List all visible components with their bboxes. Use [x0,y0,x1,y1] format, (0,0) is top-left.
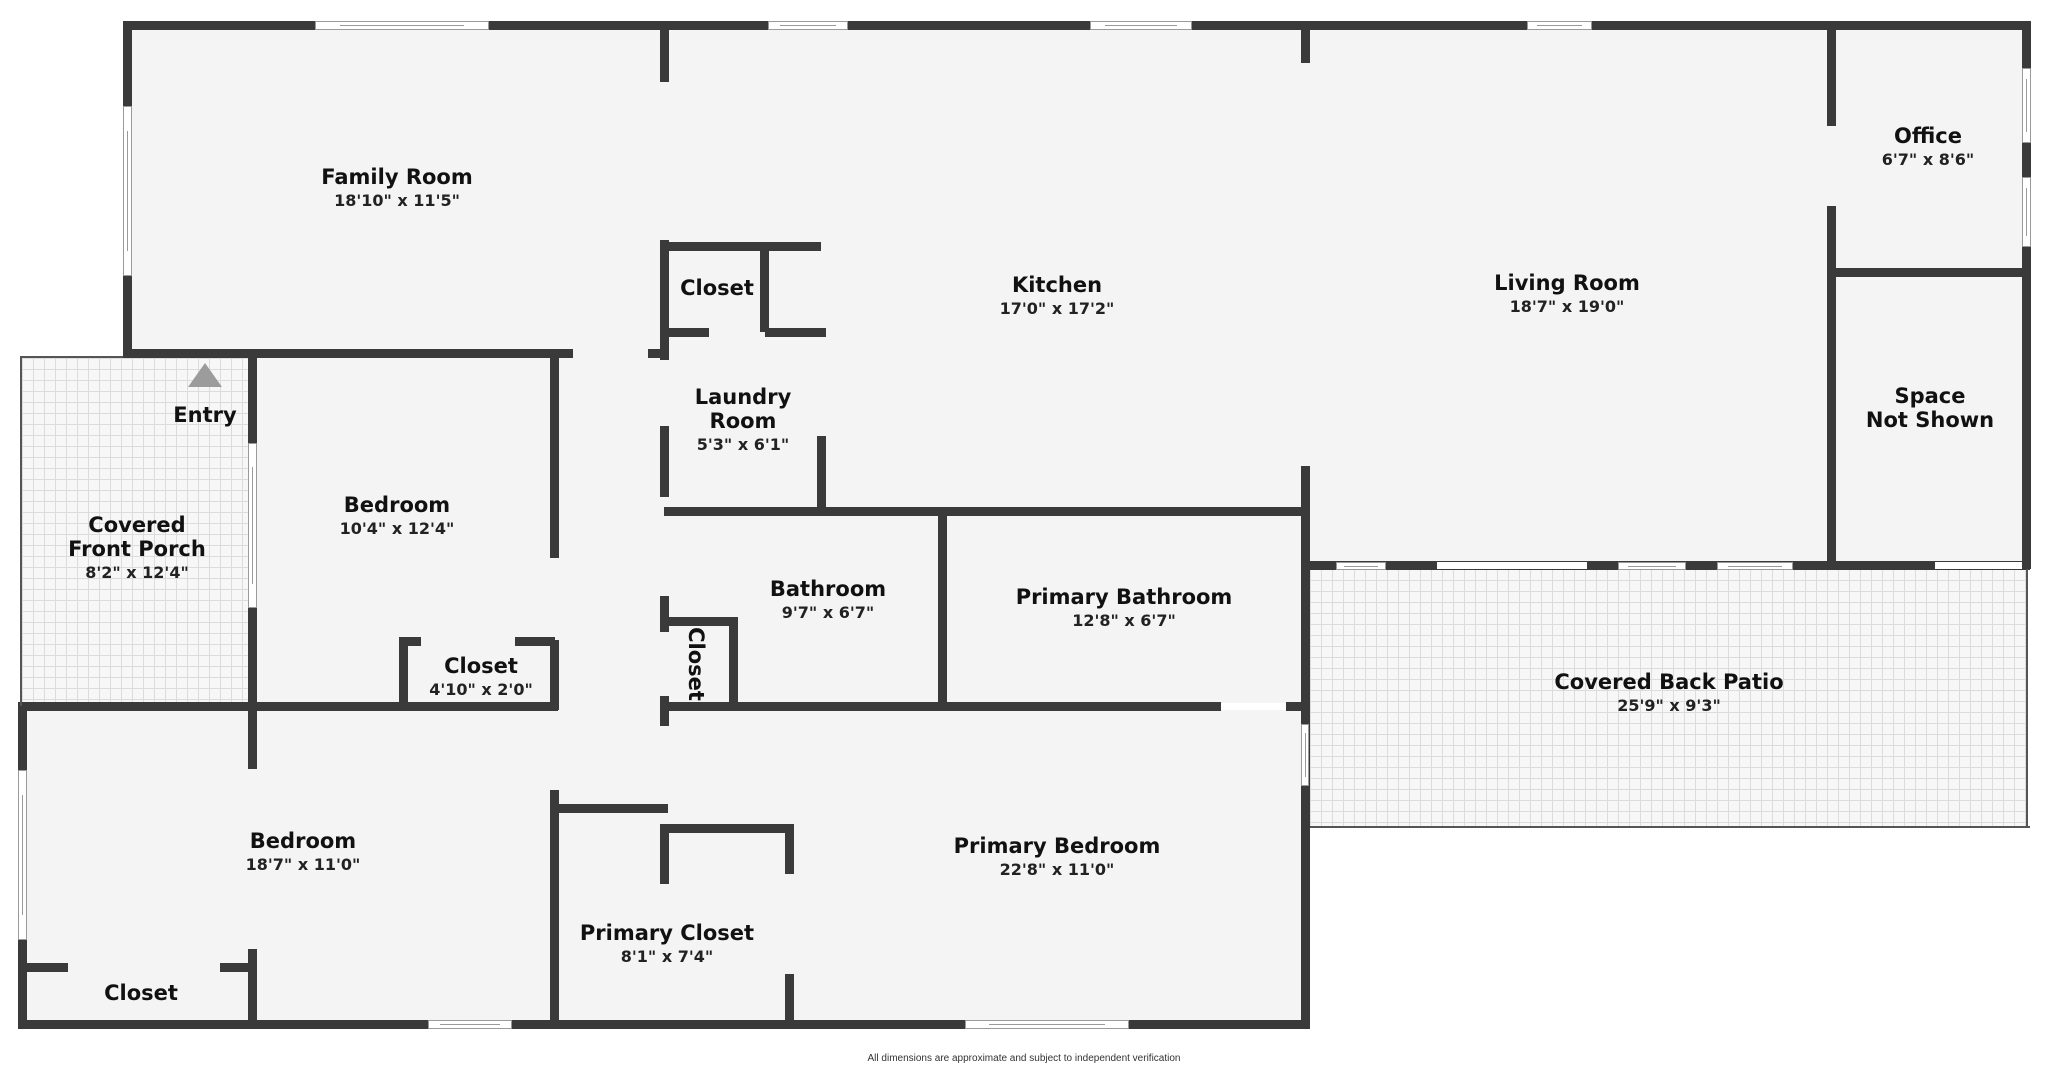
room-kitchen: Kitchen 17'0" x 17'2" [999,273,1115,319]
wall [660,824,669,884]
room-primary-bathroom: Primary Bathroom 12'8" x 6'7" [1015,585,1233,631]
wall [550,640,559,710]
disclaimer: All dimensions are approximate and subje… [867,1053,1181,1064]
wall [248,608,257,708]
window [2022,177,2031,247]
wall [1831,268,2026,277]
window [18,770,27,940]
window [1090,21,1192,30]
wall [1301,26,1310,63]
wall [660,596,669,632]
wall [785,974,794,1026]
wall [1286,702,1305,711]
wall [1827,26,1836,126]
wall [660,240,669,360]
wall [550,353,559,558]
family-room-floor [127,26,664,353]
window [1336,562,1386,570]
window [1618,562,1686,570]
room-bedroom-upper: Bedroom 10'4" x 12'4" [339,493,455,539]
porch-edge [20,356,127,358]
room-family-room: Family Room 18'10" x 11'5" [321,165,473,211]
window [2022,68,2031,143]
window [1301,724,1309,786]
room-bathroom: Bathroom 9'7" x 6'7" [769,577,887,623]
door-opening [1221,703,1286,710]
wall [660,426,669,497]
porch-edge [20,356,22,706]
wall [817,436,826,511]
wall [123,21,2030,30]
wall [729,617,738,706]
wall [220,963,252,972]
wall [648,349,664,358]
room-bedroom-lower: Bedroom 18'7" x 11'0" [245,829,361,875]
door-opening [1935,562,2022,569]
patio-edge [2026,569,2028,828]
wall [2022,21,2031,569]
room-office: Office 6'7" x 8'6" [1881,124,1975,170]
room-laundry: Laundry Room 5'3" x 6'1" [694,385,792,455]
wall [1310,561,1350,570]
wall [664,507,1309,516]
kitchen-living-floor [664,26,1831,565]
wall [1301,786,1310,1026]
room-primary-closet: Primary Closet 8'1" x 7'4" [579,921,755,967]
window [248,443,257,608]
window [123,106,132,276]
wall [22,963,68,972]
wall [123,349,573,358]
room-closet-top: Closet [680,275,754,300]
wall [664,242,821,251]
room-closet-bedroom-lower: Closet [104,980,178,1005]
wall [1827,206,1836,565]
room-covered-back-patio: Covered Back Patio 25'9" x 9'3" [1554,670,1784,716]
wall [664,702,1221,711]
wall [550,790,559,1026]
wall [660,26,669,82]
room-closet-hall: Closet [684,627,709,701]
wall [664,617,737,626]
wall [399,637,421,646]
wall [1301,702,1310,732]
wall [515,637,555,646]
wall [248,949,257,1027]
wall [765,328,826,337]
office-floor [1831,26,2026,565]
room-covered-front-porch: Covered Front Porch 8'2" x 12'4" [68,513,206,583]
room-space-not-shown: Space Not Shown [1865,383,1995,432]
wall [554,804,668,813]
covered-front-porch-floor [22,358,252,706]
window [315,21,489,30]
entry-label: Entry [173,402,237,427]
primary-wing-floor [554,706,1305,1024]
room-primary-bedroom: Primary Bedroom 22'8" x 11'0" [953,834,1161,880]
wall [664,824,793,833]
wall [660,696,669,726]
door-opening [1437,562,1587,569]
window [768,21,848,30]
entry-arrow-icon [188,363,222,387]
wall [248,353,257,443]
wall [399,637,408,707]
wall [760,242,769,332]
wall [664,328,709,337]
window [965,1020,1129,1029]
covered-back-patio-floor [1310,569,2026,828]
wall [785,824,794,874]
bedroom-lower-floor [22,706,554,1024]
room-closet-bedroom-upper: Closet 4'10" x 2'0" [429,654,533,700]
patio-edge [1310,826,2030,828]
wall [1301,466,1310,566]
window [1527,21,1592,30]
wall [18,1020,1310,1029]
room-living-room: Living Room 18'7" x 19'0" [1494,271,1640,317]
wall [18,702,558,711]
window [1717,562,1793,570]
window [428,1020,512,1029]
bath-row-floor [664,511,1305,706]
wall [938,511,947,706]
wall [248,706,257,769]
